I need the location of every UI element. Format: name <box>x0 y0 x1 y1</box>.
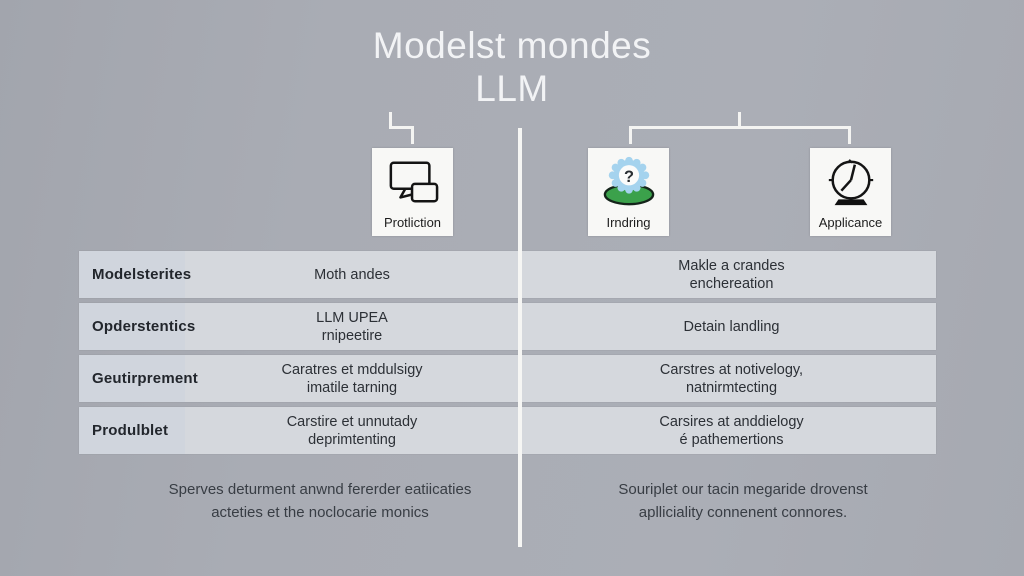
connector-line <box>738 112 741 129</box>
title-line1: Modelst mondes <box>372 25 652 66</box>
center-divider-line <box>518 128 522 547</box>
icon-card-protliction: Protliction <box>372 148 453 236</box>
clock-icon <box>810 148 891 216</box>
connector-line <box>848 126 851 144</box>
connector-line <box>411 126 414 144</box>
footnote-left: Sperves deturment anwnd fererder eatiica… <box>168 481 472 521</box>
row-header: Modelsterites <box>79 251 191 298</box>
connector-line <box>629 126 632 144</box>
page-title: Modelst mondes LLM <box>0 24 1024 110</box>
table-row: Modelsterites Moth andes Makle a crandes… <box>79 251 936 298</box>
table-row: Produlblet Carstire et unnutady deprimte… <box>79 407 936 454</box>
row-cell-right: Detain landling <box>683 318 780 335</box>
table-row: Geutirprement Caratres et mddulsigy imat… <box>79 355 936 402</box>
row-header: Opderstentics <box>79 303 195 350</box>
row-cell-right: Carstres at notivelogy, natnirmtecting <box>659 361 804 396</box>
connector-line <box>389 126 414 129</box>
svg-text:?: ? <box>623 168 633 186</box>
devices-icon <box>372 148 453 216</box>
icon-card-irndring: ? Irndring <box>588 148 669 236</box>
icon-card-label: Irndring <box>606 215 651 230</box>
row-header: Geutirprement <box>79 355 198 402</box>
row-cell-right: Makle a crandes enchereation <box>678 257 785 292</box>
icon-card-label: Applicance <box>818 215 883 230</box>
row-cell-right: Carsires at anddielogy é pathemertions <box>659 413 804 448</box>
title-line2: LLM <box>475 68 549 109</box>
row-cell-left: Carstire et unnutady deprimtenting <box>286 413 418 448</box>
connector-line <box>389 112 392 129</box>
row-cell-left: LLM UPEA rnipeetire <box>316 309 388 344</box>
icon-card-applicance: Applicance <box>810 148 891 236</box>
connector-line <box>629 126 851 129</box>
icon-card-label: Protliction <box>383 215 442 230</box>
question-globe-icon: ? <box>588 148 669 216</box>
row-header: Produlblet <box>79 407 185 454</box>
footnote-right: Souriplet our tacin megaride drovenst ap… <box>618 481 868 521</box>
row-cell-left: Moth andes <box>314 266 390 283</box>
row-cell-left: Caratres et mddulsigy imatile tarning <box>281 361 423 396</box>
table-row: Opderstentics LLM UPEA rnipeetire Detain… <box>79 303 936 350</box>
